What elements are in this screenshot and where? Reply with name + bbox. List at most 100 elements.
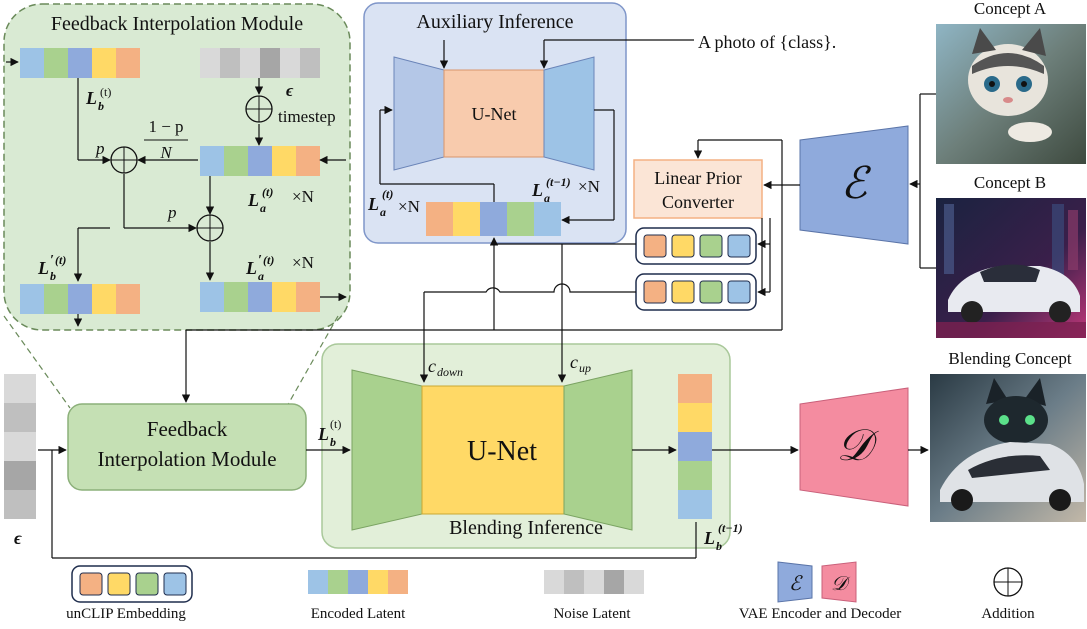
unclip-embedding-top-cell	[727, 234, 751, 258]
latent-lb-fim-cell	[20, 48, 44, 78]
addition-circle-left	[110, 146, 138, 174]
svg-text:b: b	[716, 539, 722, 553]
legend-addition-icon	[993, 567, 1023, 597]
times-n-aux-left: ×N	[398, 197, 420, 216]
fraction-n-label: N	[159, 143, 173, 162]
concept-a-label: Concept A	[974, 0, 1047, 18]
c-up-label: c up	[570, 352, 591, 375]
l-a-t1-aux: L a (t−1)	[531, 175, 571, 205]
noise-eps-fim-cell	[200, 48, 220, 78]
latent-lb-prime-cell	[68, 284, 92, 314]
l-b-t1-main: L b (t−1)	[703, 521, 743, 553]
noise-eps-main-cell	[4, 403, 36, 432]
svg-text:(t): (t)	[262, 185, 273, 199]
legend-vae-label: VAE Encoder and Decoder	[739, 606, 902, 622]
fim-title: Feedback Interpolation Module	[51, 13, 303, 35]
legend-noise-cell	[584, 570, 604, 594]
latent-aux-cell	[507, 202, 534, 236]
svg-text:𝒟: 𝒟	[831, 573, 851, 595]
blending-concept-label: Blending Concept	[948, 349, 1072, 368]
latent-lb-fim-cell	[68, 48, 92, 78]
legend-encoded-cell	[328, 570, 348, 594]
fim-box-line1: Feedback	[147, 417, 228, 441]
latent-lb-t1-cell	[678, 490, 712, 519]
svg-text:(t): (t)	[382, 187, 393, 201]
latent-lb-t1-cell	[678, 403, 712, 432]
legend-addition-label: Addition	[981, 606, 1035, 622]
l-a-t-fim: L a (t)	[247, 185, 273, 215]
svg-text:a: a	[260, 201, 266, 215]
svg-text:(t−1): (t−1)	[546, 175, 571, 189]
svg-text:c: c	[428, 356, 436, 376]
svg-text:′: ′	[50, 253, 54, 268]
svg-text:(t): (t)	[263, 253, 274, 267]
legend-unclip-frame	[71, 565, 193, 603]
svg-text:L: L	[367, 194, 379, 214]
svg-text:a: a	[380, 205, 386, 219]
eps-label-main: ϵ	[14, 528, 22, 548]
encoder-shape	[799, 125, 909, 245]
latent-lb-fim-cell	[116, 48, 140, 78]
l-b-t-main: L b (t)	[317, 417, 341, 449]
eps-label-fim: ϵ	[286, 81, 294, 100]
svg-text:down: down	[437, 365, 463, 379]
noise-eps-fim-cell	[260, 48, 280, 78]
svg-text:c: c	[570, 352, 578, 372]
legend-unclip-cell	[135, 572, 159, 596]
latent-la-prime-cell	[296, 282, 320, 312]
l-b-t-fim: L b (t)	[85, 85, 111, 113]
linear-prior-box	[633, 159, 763, 219]
svg-text:L: L	[85, 88, 97, 108]
blend-unet: U-Net	[351, 369, 633, 531]
legend-encoded-label: Encoded Latent	[311, 606, 406, 622]
svg-text:L: L	[703, 528, 715, 548]
concept-b-image	[936, 198, 1086, 338]
latent-lb-prime-cell	[20, 284, 44, 314]
encoder-symbol: ℰ	[841, 159, 872, 208]
noise-eps-main-cell	[4, 461, 36, 490]
prompt-text: A photo of {class}.	[698, 32, 836, 52]
svg-text:(t−1): (t−1)	[718, 521, 743, 535]
p-label-top: p	[95, 139, 105, 158]
latent-la-fim-cell	[224, 146, 248, 176]
noise-eps-main-cell	[4, 374, 36, 403]
unclip-embedding-bottom-cell	[699, 280, 723, 304]
legend-noise-label: Noise Latent	[553, 606, 631, 622]
l-a-prime-t: L ′ a (t)	[245, 253, 274, 283]
zoom-line-right	[285, 315, 339, 409]
legend: unCLIP Embedding Encoded Latent Noise La…	[66, 561, 1035, 622]
latent-la-fim-cell	[296, 146, 320, 176]
svg-text:L: L	[531, 180, 543, 200]
times-n-1: ×N	[292, 187, 314, 206]
svg-text:L: L	[37, 258, 49, 278]
legend-encoded-cell	[388, 570, 408, 594]
svg-text:L: L	[317, 424, 329, 444]
legend-unclip-cell	[163, 572, 187, 596]
legend-encoded-cell	[368, 570, 388, 594]
noise-eps-fim-cell	[280, 48, 300, 78]
svg-text:b: b	[98, 99, 104, 113]
one-minus-p-label: 1 − p	[148, 117, 183, 136]
aux-unet-label: U-Net	[472, 104, 517, 124]
fim-panel	[3, 3, 351, 331]
latent-la-prime-cell	[200, 282, 224, 312]
latent-lb-prime-cell	[92, 284, 116, 314]
legend-unclip-label: unCLIP Embedding	[66, 606, 186, 622]
unclip-embedding-bottom-cell	[671, 280, 695, 304]
latent-aux-cell	[426, 202, 453, 236]
svg-text:(t): (t)	[55, 253, 66, 267]
unclip-embedding-top-cell	[699, 234, 723, 258]
latent-lb-t1-cell	[678, 432, 712, 461]
latent-la-fim-cell	[200, 146, 224, 176]
linear-line2: Converter	[662, 192, 734, 212]
svg-text:up: up	[579, 361, 591, 375]
unclip-embedding-top-cell	[643, 234, 667, 258]
unclip-embedding-top-frame	[635, 227, 757, 265]
aux-title: Auxiliary Inference	[416, 11, 573, 33]
svg-text:(t): (t)	[100, 85, 111, 99]
latent-lb-prime-cell	[116, 284, 140, 314]
latent-aux-cell	[480, 202, 507, 236]
unclip-embedding-top-cell	[671, 234, 695, 258]
